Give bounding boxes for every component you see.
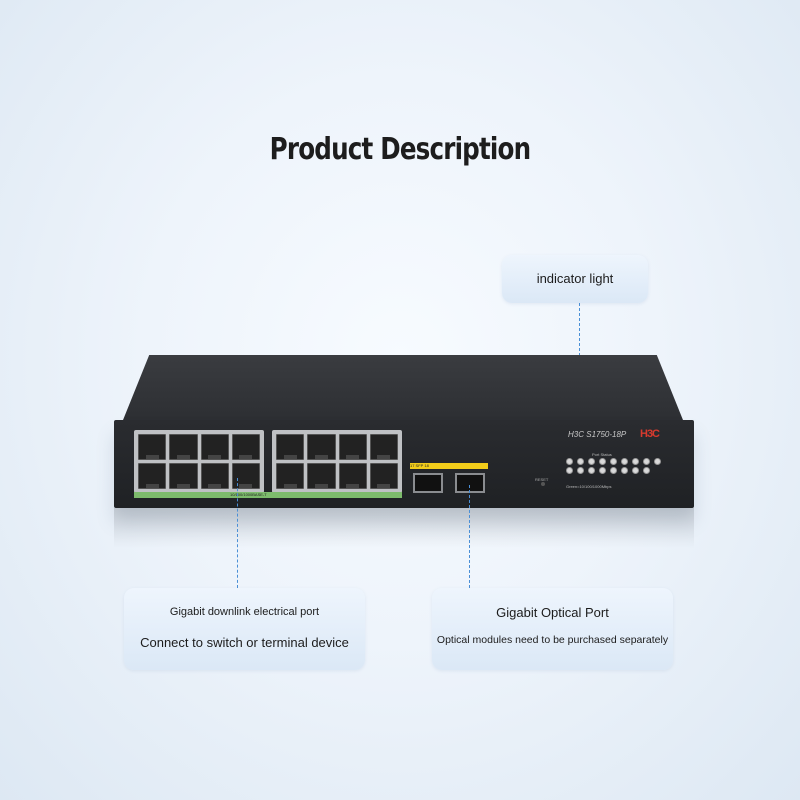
brand-logo: H3C — [640, 428, 660, 440]
rj45-port — [231, 434, 260, 460]
rj45-port — [231, 463, 260, 489]
electrical-leader-line — [237, 478, 238, 588]
optical-leader-line — [469, 485, 470, 588]
sfp-port-18 — [455, 473, 485, 493]
led-icon — [643, 467, 650, 474]
led-icon — [566, 467, 573, 474]
rj45-port — [169, 434, 198, 460]
rj45-port — [276, 434, 305, 460]
led-icon — [577, 467, 584, 474]
led-icon — [588, 458, 595, 465]
electrical-port-callout: Gigabit downlink electrical port Connect… — [124, 588, 365, 670]
status-led-panel — [566, 458, 666, 474]
rj45-port-group-2 — [272, 430, 402, 493]
led-icon — [599, 458, 606, 465]
optical-port-description: Optical modules need to be purchased sep… — [436, 634, 669, 646]
led-icon — [577, 458, 584, 465]
electrical-port-description: Connect to switch or terminal device — [140, 635, 349, 650]
rj45-port — [169, 463, 198, 489]
rj45-port — [338, 434, 367, 460]
rj45-port — [200, 463, 229, 489]
led-icon — [610, 467, 617, 474]
led-icon — [610, 458, 617, 465]
rj45-port-group-1 — [134, 430, 264, 493]
led-icon — [566, 458, 573, 465]
led-icon — [588, 467, 595, 474]
led-group-label: Port Status — [592, 452, 612, 457]
switch-top-panel — [121, 355, 685, 425]
page-title: Product Description — [269, 132, 531, 167]
optical-port-heading: Gigabit Optical Port — [496, 605, 609, 620]
switch-reflection — [114, 508, 694, 548]
led-icon — [621, 467, 628, 474]
rj45-port — [338, 463, 367, 489]
port-strip-label: 10/100/1000BASE-T — [230, 492, 267, 497]
led-icon — [599, 467, 606, 474]
sfp-port-17 — [413, 473, 443, 493]
indicator-light-callout: indicator light — [502, 255, 648, 303]
led-speed-label: Green=10/100/1000Mbps — [566, 484, 612, 489]
rj45-port — [138, 463, 167, 489]
port-label-strip — [134, 492, 402, 498]
rj45-port — [138, 434, 167, 460]
model-label: H3C S1750-18P — [568, 430, 627, 439]
rj45-port — [200, 434, 229, 460]
rj45-port — [369, 434, 398, 460]
led-icon — [654, 458, 661, 465]
led-icon — [632, 467, 639, 474]
sfp-label: 17 SFP 18 — [410, 463, 488, 469]
rj45-port — [369, 463, 398, 489]
rj45-port — [276, 463, 305, 489]
rj45-port — [307, 434, 336, 460]
optical-port-callout: Gigabit Optical Port Optical modules nee… — [432, 588, 673, 670]
rj45-port — [307, 463, 336, 489]
led-icon — [643, 458, 650, 465]
led-icon — [621, 458, 628, 465]
led-icon — [632, 458, 639, 465]
reset-button — [541, 482, 545, 486]
indicator-light-label: indicator light — [536, 271, 614, 286]
electrical-port-heading: Gigabit downlink electrical port — [169, 606, 320, 618]
reset-label: RESET — [535, 477, 549, 482]
